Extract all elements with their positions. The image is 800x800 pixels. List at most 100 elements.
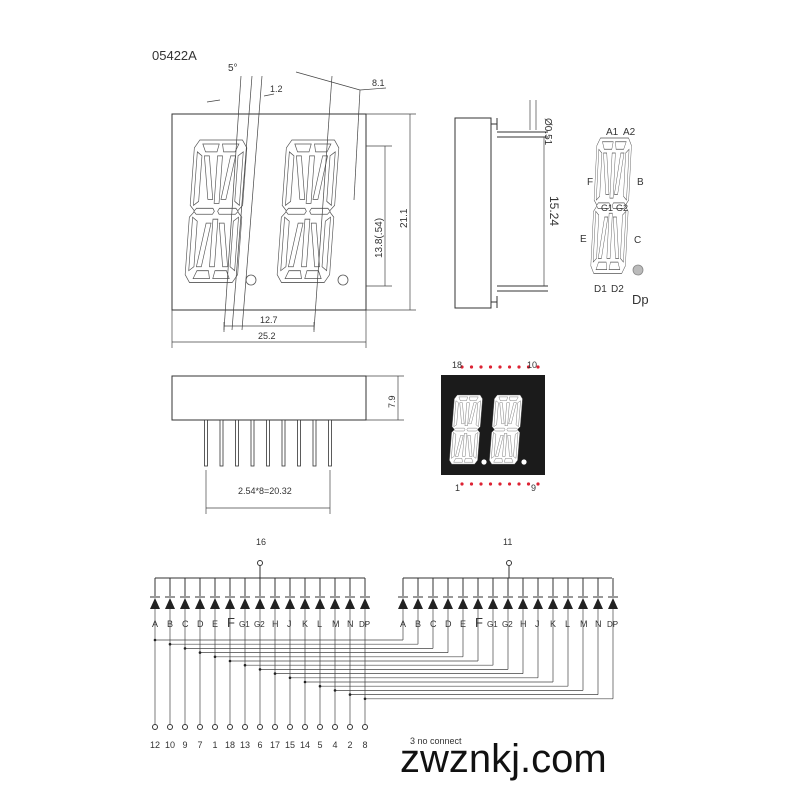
segment-label-left-m: M	[332, 619, 340, 629]
pin	[235, 419, 239, 467]
seg-label-e: E	[580, 234, 587, 245]
pin-number: 9	[183, 740, 188, 750]
seg-label-b: B	[637, 177, 644, 188]
pin-dot	[479, 482, 483, 486]
pin-dot	[517, 482, 521, 486]
pin-number: 15	[285, 740, 295, 750]
segment-label-right-g1: G1	[487, 620, 498, 629]
front-view: 5° 1.2 8.1 13.8(.54) 21.1 12.7 25.2	[171, 63, 416, 348]
diode	[473, 598, 483, 609]
segment-label-right-m: M	[580, 619, 588, 629]
seg-label-dp: Dp	[632, 292, 649, 307]
segment-label-left-c: C	[182, 619, 189, 629]
pin-terminal	[272, 724, 278, 730]
segment-label-left-f: F	[227, 615, 235, 630]
diode	[285, 598, 295, 609]
pin-number: 7	[198, 740, 203, 750]
part-number: 05422A	[152, 48, 197, 63]
segment-label-right-d: D	[445, 619, 452, 629]
pin-number: 12	[150, 740, 160, 750]
pin-terminal	[317, 724, 323, 730]
pin-number: 5	[318, 740, 323, 750]
pin-label-10: 10	[527, 360, 537, 370]
segment-label-left-l: L	[317, 619, 322, 629]
diode	[563, 598, 573, 609]
pin-number: 14	[300, 740, 310, 750]
diode	[210, 598, 220, 609]
seg-label-f: F	[587, 177, 593, 188]
segment-label-left-d: D	[197, 619, 204, 629]
pin-number: 8	[363, 740, 368, 750]
diode	[150, 598, 160, 609]
pin-dot	[517, 365, 521, 369]
pin-number: 2	[348, 740, 353, 750]
pin-dot	[536, 482, 540, 486]
seg-label-d2: D2	[611, 284, 624, 295]
diode	[270, 598, 280, 609]
dim-seg-spacing: 8.1	[372, 78, 385, 88]
pin	[266, 419, 270, 467]
dim-pin-diameter: Ø0.51	[542, 118, 553, 146]
diode	[360, 598, 370, 609]
watermark: zwznkj.com	[400, 737, 607, 781]
pin-terminal	[182, 724, 188, 730]
dim-thickness: 7.9	[387, 395, 397, 408]
segment-label-left-dp: DP	[359, 620, 370, 629]
pin	[204, 419, 208, 467]
pin-number: 17	[270, 740, 280, 750]
diode	[330, 598, 340, 609]
segment-label-right-dp: DP	[607, 620, 618, 629]
diode	[443, 598, 453, 609]
pin-dot	[469, 482, 474, 486]
dim-digit-height: 13.8(.54)	[374, 218, 385, 258]
seg-label-g2: G2	[616, 203, 628, 213]
pin	[219, 419, 224, 467]
diode	[593, 598, 603, 609]
pin-dot	[536, 365, 540, 369]
segment-label-left-g1: G1	[239, 620, 250, 629]
common-pin-left: 16	[256, 537, 266, 547]
seg-label-a1: A1	[606, 127, 619, 138]
diode	[413, 598, 423, 609]
pin-dot	[460, 482, 464, 486]
seg-label-g1: G1	[601, 203, 613, 213]
pin	[328, 419, 332, 467]
pin-dot	[488, 482, 493, 486]
pin-dot	[507, 482, 512, 486]
pin	[312, 419, 317, 467]
dim-width: 25.2	[258, 331, 276, 341]
pin-dot	[469, 365, 474, 369]
pin-number: 13	[240, 740, 250, 750]
pin-terminal	[212, 724, 218, 730]
pin-number: 6	[258, 740, 263, 750]
pin-number: 1	[213, 740, 218, 750]
segment-label-left-j: J	[287, 619, 292, 629]
pin-dot	[460, 365, 464, 369]
pin-terminal	[287, 724, 293, 730]
pin-dot	[479, 365, 483, 369]
pin-label-18: 18	[452, 360, 462, 370]
diode	[345, 598, 355, 609]
pin-dot	[526, 482, 531, 486]
pin-dot	[498, 482, 502, 486]
seg-label-c: C	[634, 235, 641, 246]
pin-number: 4	[333, 740, 338, 750]
pin-dot	[498, 365, 502, 369]
side-view: Ø0.51 15.24	[454, 100, 561, 309]
pin-terminal	[167, 724, 173, 730]
pin-dot	[507, 365, 512, 369]
diode	[503, 598, 513, 609]
pin-label-1: 1	[455, 483, 460, 493]
segment-label-left-g2: G2	[254, 620, 265, 629]
pin-terminal	[152, 724, 158, 730]
diode	[300, 598, 310, 609]
pin-number: 18	[225, 740, 235, 750]
diode	[578, 598, 588, 609]
seg-label-d1: D1	[594, 284, 607, 295]
seg-label-a2: A2	[623, 127, 636, 138]
segment-label-diagram: A1 A2 F B G1 G2 E C D1 D2 Dp	[580, 127, 649, 307]
segment-label-right-f: F	[475, 615, 483, 630]
segment-label-right-g2: G2	[502, 620, 513, 629]
